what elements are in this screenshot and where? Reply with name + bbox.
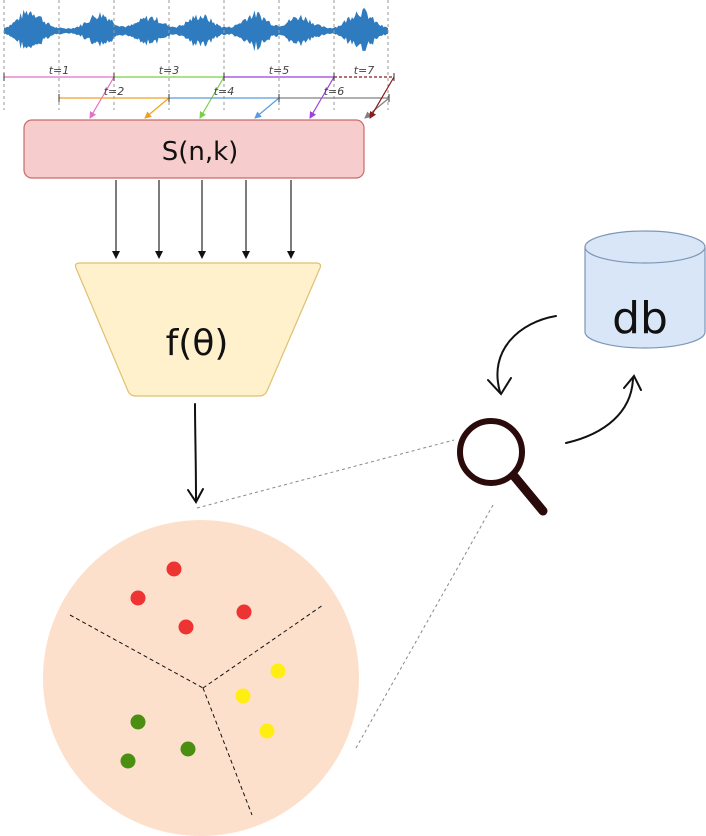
database-label: db: [612, 293, 668, 344]
cluster-boundaries: [69, 604, 324, 816]
embedding-space: [43, 520, 359, 836]
frame-separators: [3, 0, 389, 110]
frame-label: t=4: [214, 85, 235, 98]
frame-arrow: [364, 97, 390, 119]
spectrogram-to-encoder-arrows: [112, 180, 295, 259]
frame-window: t=4: [168, 85, 280, 119]
zoom-lines: [196, 439, 494, 749]
encoder-block: f(θ): [74, 262, 322, 397]
frame-label: t=3: [159, 64, 180, 77]
audio-waveform: [4, 7, 388, 52]
frame-window: t=7: [333, 64, 395, 119]
green-point: [180, 741, 196, 757]
frame-windows: t=1 t=2 t=3 t=4 t=5 t=6 t=7: [3, 64, 395, 119]
encoder-label: f(θ): [166, 323, 229, 364]
db-to-search-arrow: [487, 315, 557, 396]
red-point: [236, 604, 252, 620]
spectrogram-label: S(n,k): [162, 137, 239, 167]
frame-arrow: [369, 76, 395, 119]
frame-arrow: [144, 97, 170, 119]
frame-window: t=6: [278, 85, 390, 119]
yellow-point: [259, 723, 275, 739]
frame-label: t=6: [324, 85, 345, 98]
spectrogram-block: S(n,k): [23, 119, 365, 179]
yellow-point: [235, 688, 251, 704]
embedding-points: [120, 561, 286, 769]
encoder-to-embedding-arrow: [187, 403, 204, 504]
search-to-db-arrow: [565, 374, 642, 444]
magnifier-icon: [457, 418, 548, 516]
red-point: [178, 619, 194, 635]
frame-label: t=1: [49, 64, 70, 77]
yellow-point: [270, 663, 286, 679]
green-point: [130, 714, 146, 730]
red-point: [166, 561, 182, 577]
frame-label: t=2: [104, 85, 125, 98]
frame-label: t=5: [269, 64, 290, 77]
green-point: [120, 753, 136, 769]
red-point: [130, 590, 146, 606]
frame-arrow: [254, 97, 280, 119]
frame-label: t=7: [354, 64, 375, 77]
frame-window: t=2: [58, 85, 170, 119]
database-icon: db: [584, 230, 706, 349]
